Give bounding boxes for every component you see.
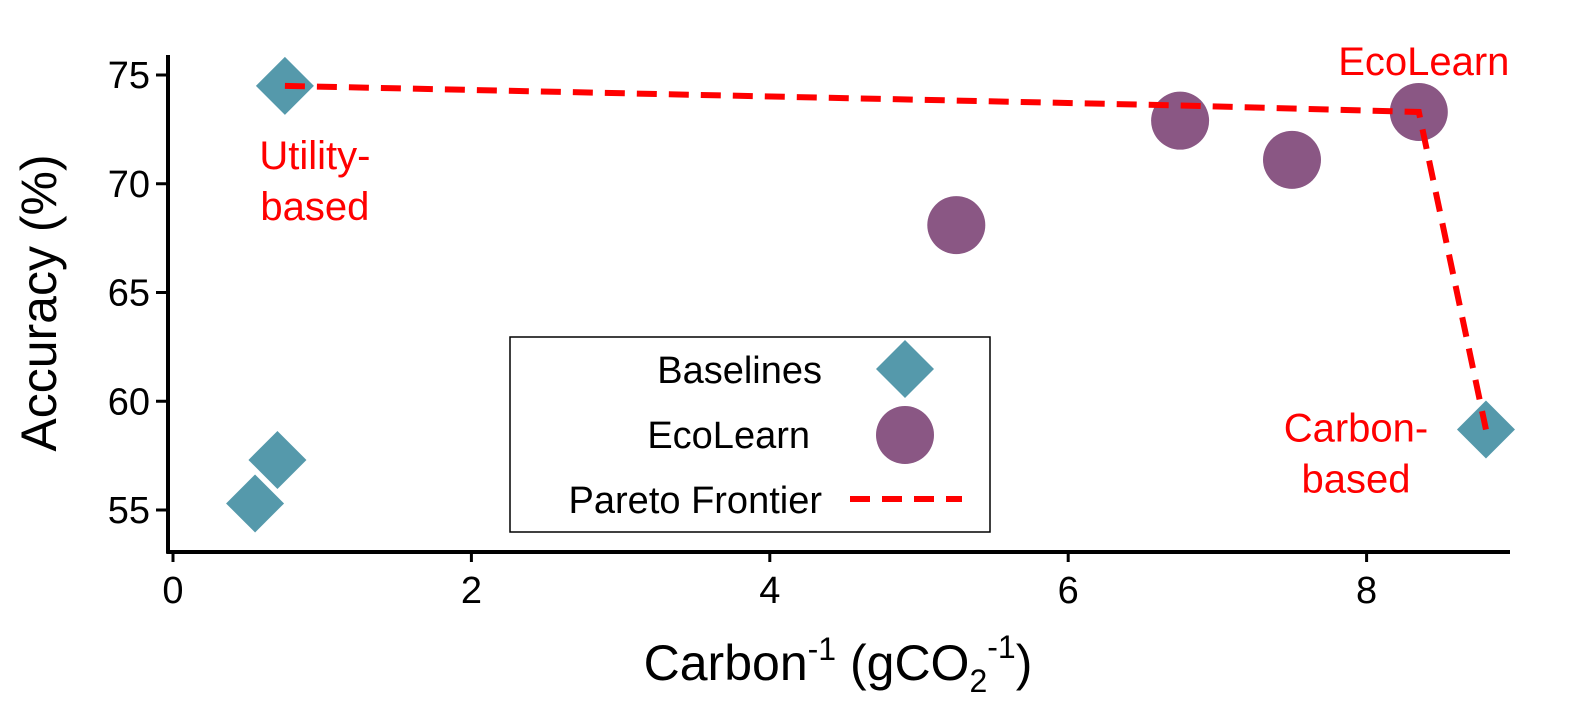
x-tick-label: 8 — [1356, 570, 1377, 612]
legend-markers — [850, 340, 962, 502]
y-tick-label: 65 — [108, 273, 150, 315]
legend-circle-marker — [876, 406, 934, 464]
annotation-label: Utility- — [259, 134, 370, 178]
annotation-label: Carbon- — [1284, 407, 1429, 451]
x-axis-title-close-paren: ) — [1016, 635, 1033, 691]
legend: Baselines EcoLearn Pareto Frontier — [509, 336, 991, 533]
x-axis-title: Carbon-1 (gCO2-1) — [644, 629, 1033, 699]
annotation-label: based — [260, 185, 369, 229]
x-tick-label: 4 — [759, 570, 780, 612]
ecolearn-point — [927, 196, 986, 255]
x-axis-title-superscript: -1 — [808, 631, 836, 667]
x-tick-label: 0 — [162, 570, 183, 612]
x-axis-title-unit: (gCO — [836, 635, 969, 691]
baseline-point — [226, 474, 285, 533]
x-tick-label: 2 — [461, 570, 482, 612]
annotation-label: EcoLearn — [1338, 40, 1509, 84]
pareto-frontier-line — [284, 82, 1489, 431]
y-tick-label: 60 — [108, 381, 150, 423]
x-tick-label: 6 — [1058, 570, 1079, 612]
ecolearn-point — [1263, 130, 1321, 189]
y-tick-label: 55 — [108, 490, 150, 532]
y-axis-title: Accuracy (%) — [11, 154, 67, 451]
x-axis-title-subscript: 2 — [969, 663, 987, 699]
legend-label-baselines: Baselines — [657, 350, 822, 392]
x-axis-title-superscript: -1 — [987, 629, 1015, 665]
chart-marks — [226, 56, 1515, 533]
ecolearn-point — [1151, 91, 1210, 150]
legend-diamond-marker — [876, 340, 934, 398]
legend-label-ecolearn: EcoLearn — [647, 415, 810, 457]
x-axis-title-base: Carbon — [644, 635, 808, 691]
annotation-label: based — [1301, 458, 1410, 502]
legend-label-pareto-frontier: Pareto Frontier — [569, 480, 823, 522]
baseline-point — [248, 430, 307, 489]
y-tick-label: 75 — [108, 55, 150, 97]
y-tick-label: 70 — [108, 164, 150, 206]
